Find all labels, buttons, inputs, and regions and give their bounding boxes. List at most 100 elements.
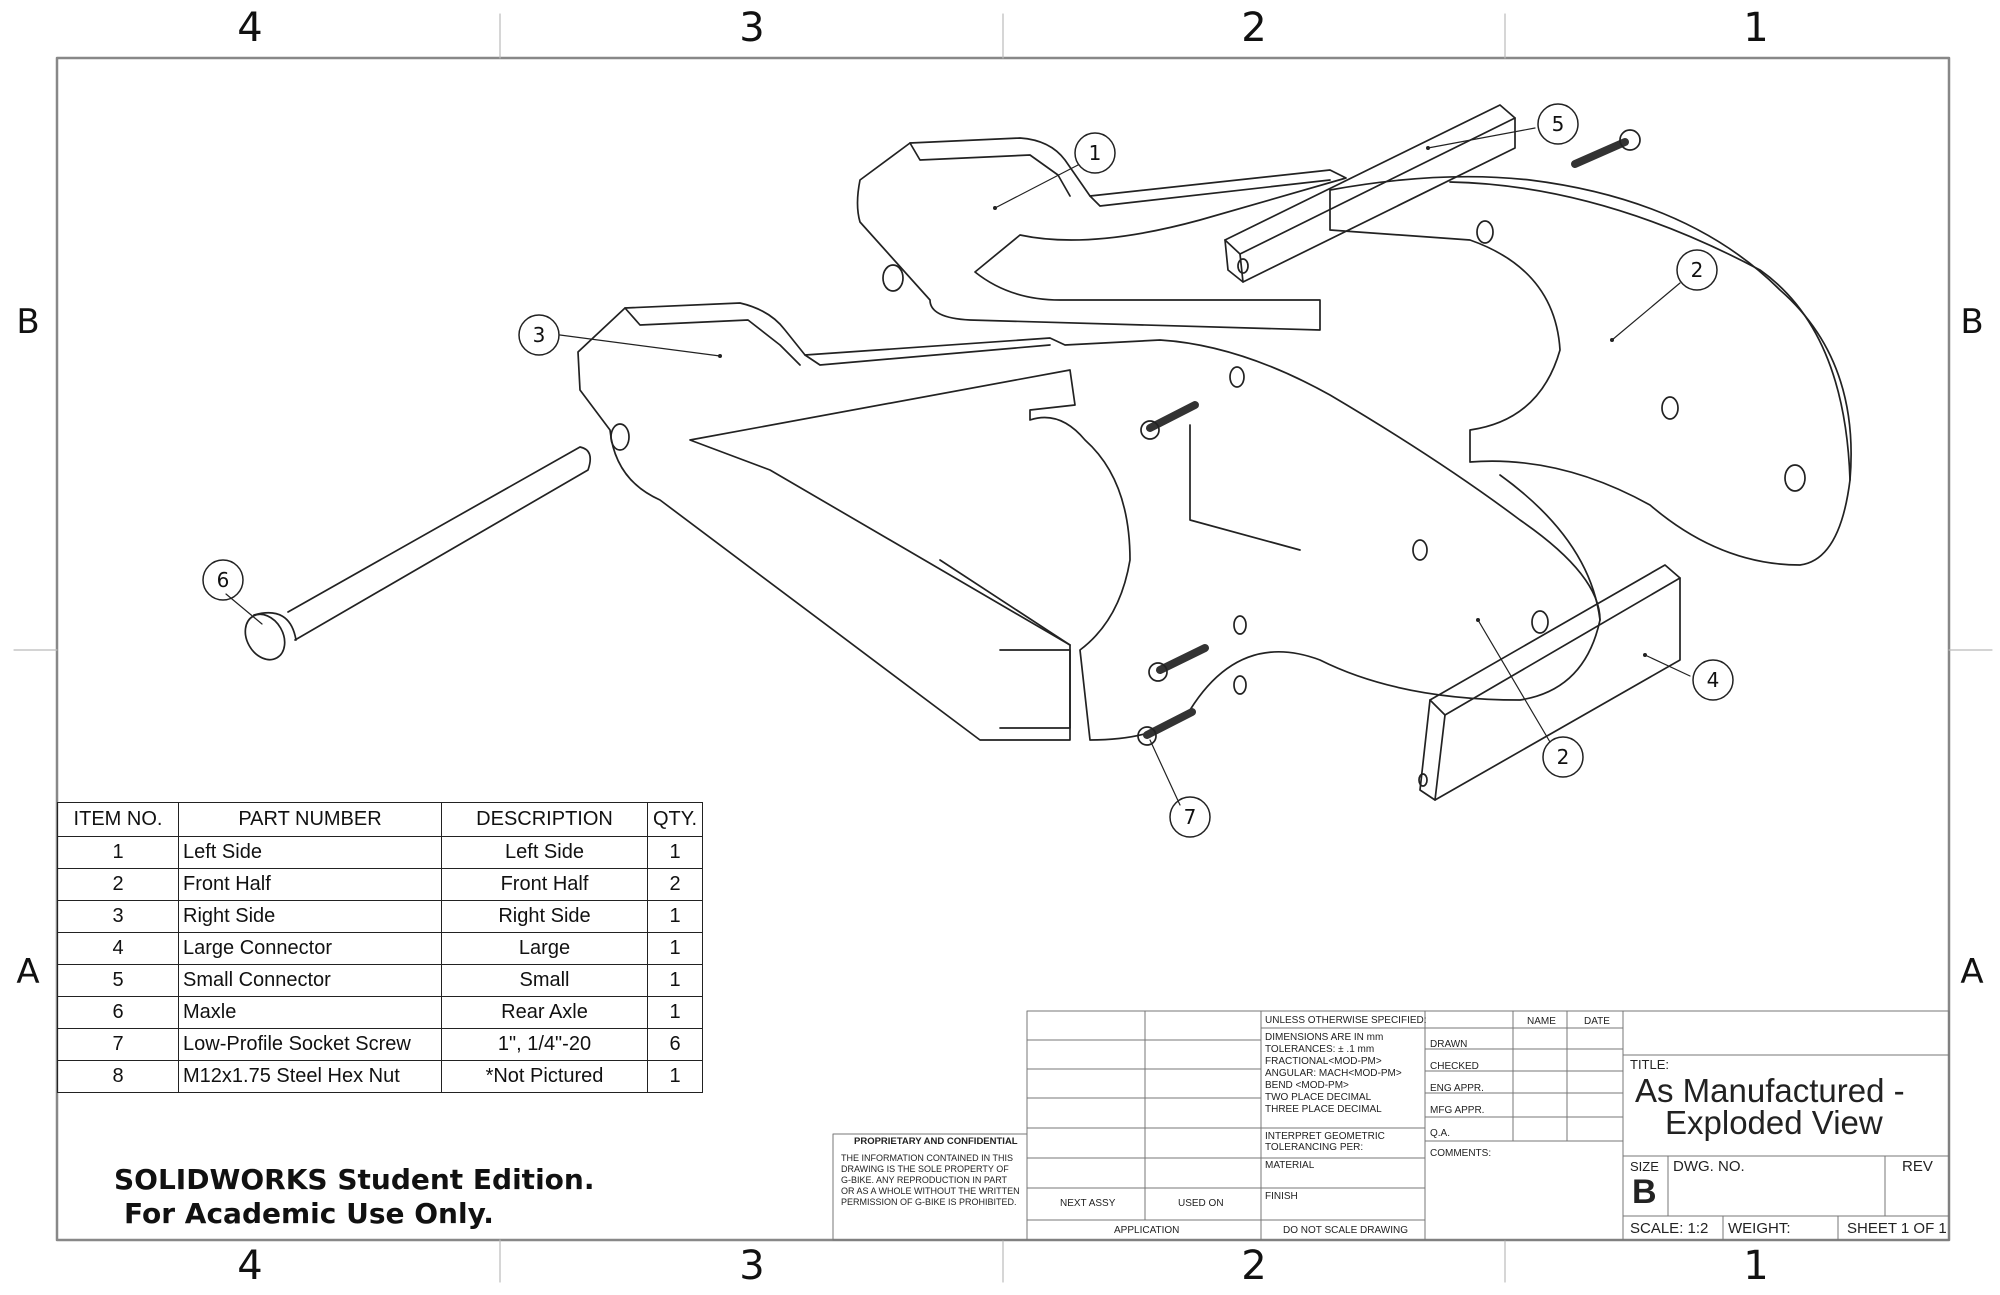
dwg-no-label: DWG. NO. <box>1673 1158 1745 1175</box>
bom-header-part: PART NUMBER <box>178 802 442 837</box>
tolerance-line: TWO PLACE DECIMAL <box>1265 1092 1372 1103</box>
bom-header-row: ITEM NO. PART NUMBER DESCRIPTION QTY. <box>57 802 703 837</box>
callout-7 <box>1169 796 1211 838</box>
size-label: SIZE <box>1630 1159 1659 1174</box>
drawing-title-line-1: As Manufactured - <box>1635 1072 1905 1109</box>
bom-description: Small <box>441 964 648 997</box>
table-row: 4 Large Connector Large 1 <box>57 932 703 965</box>
callout-3 <box>518 314 560 356</box>
sheet-label: SHEET 1 OF 1 <box>1847 1220 1947 1237</box>
zone-row-left-a: A <box>16 952 40 992</box>
bom-part: Front Half <box>178 868 442 901</box>
right-side-plate <box>577 302 1601 741</box>
table-row: 7 Low-Profile Socket Screw 1", 1/4"-20 6 <box>57 1028 703 1061</box>
bom-header-item: ITEM NO. <box>57 802 179 837</box>
small-connector <box>1224 104 1516 255</box>
tolerance-line: TOLERANCES: ± .1 mm <box>1265 1044 1375 1055</box>
zone-col-bottom-2: 2 <box>1241 1243 1267 1289</box>
callout-2-lower-label: 2 <box>1557 745 1570 769</box>
bom-item: 3 <box>57 900 179 933</box>
comments-label: COMMENTS: <box>1430 1148 1492 1159</box>
bom-item: 8 <box>57 1060 179 1093</box>
callout-4 <box>1692 659 1734 701</box>
rev-label: REV <box>1902 1158 1933 1175</box>
bom-description: *Not Pictured <box>441 1060 648 1093</box>
table-row: 2 Front Half Front Half 2 <box>57 868 703 901</box>
zone-col-top-4: 4 <box>237 5 263 51</box>
proprietary-line: G-BIKE. ANY REPRODUCTION IN PART <box>841 1175 1008 1185</box>
proprietary-line: PERMISSION OF G-BIKE IS PROHIBITED. <box>841 1197 1017 1207</box>
material-label: MATERIAL <box>1265 1160 1315 1171</box>
callout-6 <box>202 559 244 601</box>
interpret-line: TOLERANCING PER: <box>1265 1142 1364 1153</box>
tolerance-line: BEND <MOD-PM> <box>1265 1080 1349 1091</box>
callout-4-label: 4 <box>1707 668 1720 692</box>
bom-item: 2 <box>57 868 179 901</box>
bom-description: Right Side <box>441 900 648 933</box>
table-row: 6 Maxle Rear Axle 1 <box>57 996 703 1029</box>
name-header: NAME <box>1527 1016 1556 1027</box>
bom-part: Large Connector <box>178 932 442 965</box>
bom-item: 4 <box>57 932 179 965</box>
approval-mfg: MFG APPR. <box>1430 1105 1485 1116</box>
callout-2-lower <box>1542 736 1584 778</box>
bom-part: Right Side <box>178 900 442 933</box>
bom-part: Low-Profile Socket Screw <box>178 1028 442 1061</box>
tolerance-line: ANGULAR: MACH<MOD-PM> <box>1265 1068 1402 1079</box>
table-row: 5 Small Connector Small 1 <box>57 964 703 997</box>
finish-label: FINISH <box>1265 1191 1298 1202</box>
bom-description: Front Half <box>441 868 648 901</box>
left-side-plate <box>856 137 1347 331</box>
proprietary-line: DRAWING IS THE SOLE PROPERTY OF <box>841 1164 1009 1174</box>
table-row: 1 Left Side Left Side 1 <box>57 836 703 869</box>
size-value: B <box>1632 1173 1657 1211</box>
bom-header-description: DESCRIPTION <box>441 802 648 837</box>
bom-item: 1 <box>57 836 179 869</box>
bom-part: Left Side <box>178 836 442 869</box>
interpret-line: INTERPRET GEOMETRIC <box>1265 1131 1385 1142</box>
bom-description: Large <box>441 932 648 965</box>
proprietary-line: OR AS A WHOLE WITHOUT THE WRITTEN <box>841 1186 1020 1196</box>
bill-of-materials: ITEM NO. PART NUMBER DESCRIPTION QTY. 1 … <box>57 802 703 1093</box>
table-row: 8 M12x1.75 Steel Hex Nut *Not Pictured 1 <box>57 1060 703 1093</box>
zone-row-left-b: B <box>16 302 40 342</box>
bom-qty: 1 <box>647 900 703 933</box>
zone-col-top-1: 1 <box>1743 5 1769 51</box>
bom-part: Maxle <box>178 996 442 1029</box>
approval-drawn: DRAWN <box>1430 1039 1468 1050</box>
zone-col-bottom-4: 4 <box>237 1243 263 1289</box>
bom-header-qty: QTY. <box>647 802 703 837</box>
bom-qty: 1 <box>647 964 703 997</box>
bom-description: Left Side <box>441 836 648 869</box>
proprietary-line: THE INFORMATION CONTAINED IN THIS <box>841 1153 1014 1163</box>
weight-label: WEIGHT: <box>1728 1220 1791 1237</box>
title-label: TITLE: <box>1630 1057 1670 1072</box>
bom-qty: 1 <box>647 996 703 1029</box>
approval-checked: CHECKED <box>1430 1061 1479 1072</box>
table-row: 3 Right Side Right Side 1 <box>57 900 703 933</box>
callout-2-upper-label: 2 <box>1691 258 1704 282</box>
scale-label: SCALE: 1:2 <box>1630 1220 1709 1237</box>
bom-qty: 1 <box>647 1060 703 1093</box>
unless-specified: UNLESS OTHERWISE SPECIFIED: <box>1265 1015 1427 1026</box>
bom-qty: 2 <box>647 868 703 901</box>
callout-5-label: 5 <box>1552 112 1565 136</box>
bom-qty: 1 <box>647 836 703 869</box>
tolerance-line: THREE PLACE DECIMAL <box>1265 1104 1382 1115</box>
bom-item: 5 <box>57 964 179 997</box>
bom-item: 6 <box>57 996 179 1029</box>
callout-2-upper <box>1676 249 1718 291</box>
application-label: APPLICATION <box>1114 1225 1180 1236</box>
socket-screws <box>1137 129 1641 746</box>
zone-col-bottom-3: 3 <box>739 1243 765 1289</box>
bom-item: 7 <box>57 1028 179 1061</box>
zone-row-right-b: B <box>1960 302 1984 342</box>
edition-line-1: SOLIDWORKS Student Edition. <box>114 1163 595 1196</box>
bom-description: 1", 1/4"-20 <box>441 1028 648 1061</box>
approval-eng: ENG APPR. <box>1430 1083 1484 1094</box>
zone-row-right-a: A <box>1960 952 1984 992</box>
do-not-scale: DO NOT SCALE DRAWING <box>1283 1225 1409 1236</box>
bom-qty: 1 <box>647 932 703 965</box>
axle-cap <box>244 613 286 661</box>
